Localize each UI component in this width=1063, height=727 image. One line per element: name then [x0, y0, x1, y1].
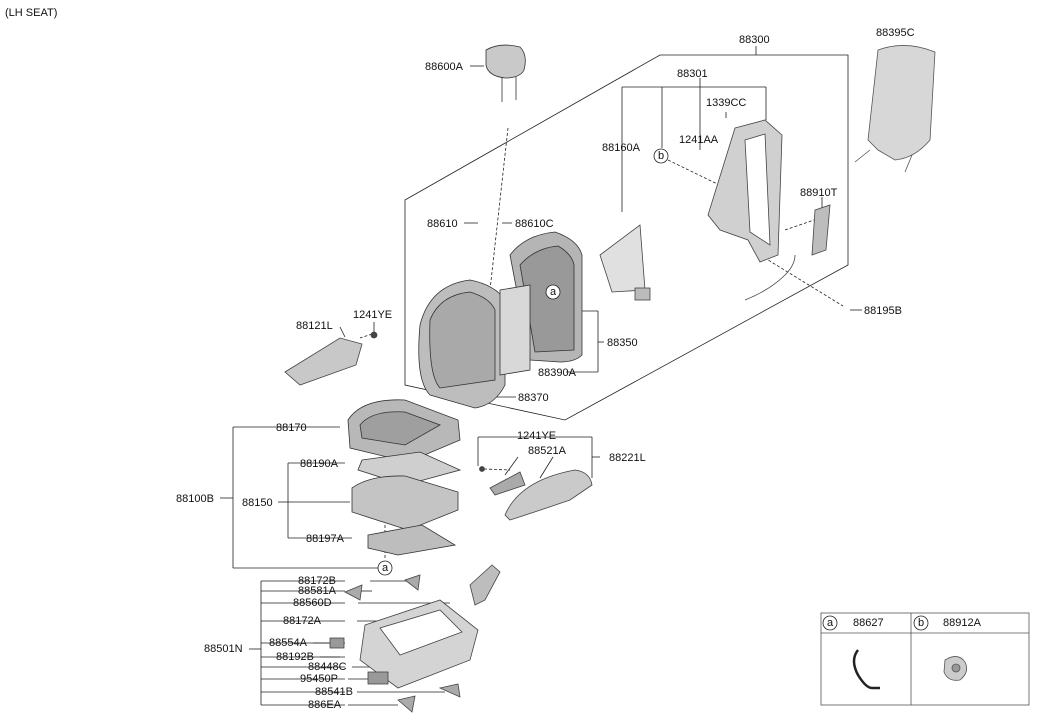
part-label-88448C: 88448C: [308, 661, 347, 673]
part-label-88170: 88170: [276, 422, 307, 434]
part-label-88150: 88150: [242, 497, 273, 509]
part-label-88610C: 88610C: [515, 218, 554, 230]
part-label-88350: 88350: [607, 337, 638, 349]
part-label-88190A: 88190A: [300, 458, 338, 470]
part-label-88910T: 88910T: [800, 187, 838, 199]
callout-a-cushion: a: [381, 562, 389, 574]
part-label-88221L: 88221L: [609, 452, 646, 464]
part-label-88197A: 88197A: [306, 533, 344, 545]
back-board-drawing: [854, 45, 936, 173]
part-label-88395C: 88395C: [876, 27, 915, 39]
part-label-88192B: 88192B: [276, 651, 314, 663]
part-label-88501N: 88501N: [204, 643, 243, 655]
part-label-88600A: 88600A: [425, 61, 463, 73]
part-label-88370: 88370: [518, 392, 549, 404]
side-shield-drawing: [479, 466, 593, 521]
part-label-88541B: 88541B: [315, 686, 353, 698]
part-label-886EA: 886EA: [308, 699, 342, 711]
legend-part-b: 88912A: [943, 617, 981, 629]
backrest-cover-drawing: [418, 231, 583, 409]
part-label-88300: 88300: [739, 34, 770, 46]
backrest-frame-drawing: [599, 119, 831, 301]
part-label-88390A: 88390A: [538, 367, 576, 379]
part-label-1339CC: 1339CC: [706, 97, 747, 109]
part-label-88172B: 88172B: [298, 575, 336, 587]
backrest-assembly-outline: [404, 54, 849, 421]
part-label-88521A: 88521A: [528, 445, 566, 457]
legend-part-a: 88627: [853, 617, 884, 629]
part-label-88554A: 88554A: [269, 637, 307, 649]
callout-b: b: [657, 150, 665, 162]
part-label-95450P: 95450P: [300, 673, 338, 685]
part-label-88160A: 88160A: [602, 142, 640, 154]
part-label-88560D: 88560D: [293, 597, 332, 609]
part-label-88172A: 88172A: [283, 615, 321, 627]
legend-box: [820, 612, 1030, 706]
part-label-1241AA: 1241AA: [679, 134, 719, 146]
side-cover-drawing: [284, 331, 378, 386]
part-label-88301: 88301: [677, 68, 708, 80]
part-label-88581A: 88581A: [298, 585, 336, 597]
part-label-1241YE-mid: 1241YE: [517, 430, 557, 442]
diagram-caption: (LH SEAT): [5, 7, 58, 19]
callout-a-backrest: a: [549, 286, 557, 298]
legend-key-b: b: [917, 617, 925, 629]
part-label-88610: 88610: [427, 218, 458, 230]
seat-track-drawing: [329, 564, 501, 713]
part-label-88100B: 88100B: [176, 493, 214, 505]
headrest-drawing: [485, 44, 526, 102]
part-label-1241YE-top: 1241YE: [353, 309, 393, 321]
legend-key-a: a: [826, 617, 834, 629]
part-label-88195B: 88195B: [864, 305, 902, 317]
seat-cushion-drawing: [347, 399, 462, 556]
part-label-88121L: 88121L: [296, 320, 333, 332]
